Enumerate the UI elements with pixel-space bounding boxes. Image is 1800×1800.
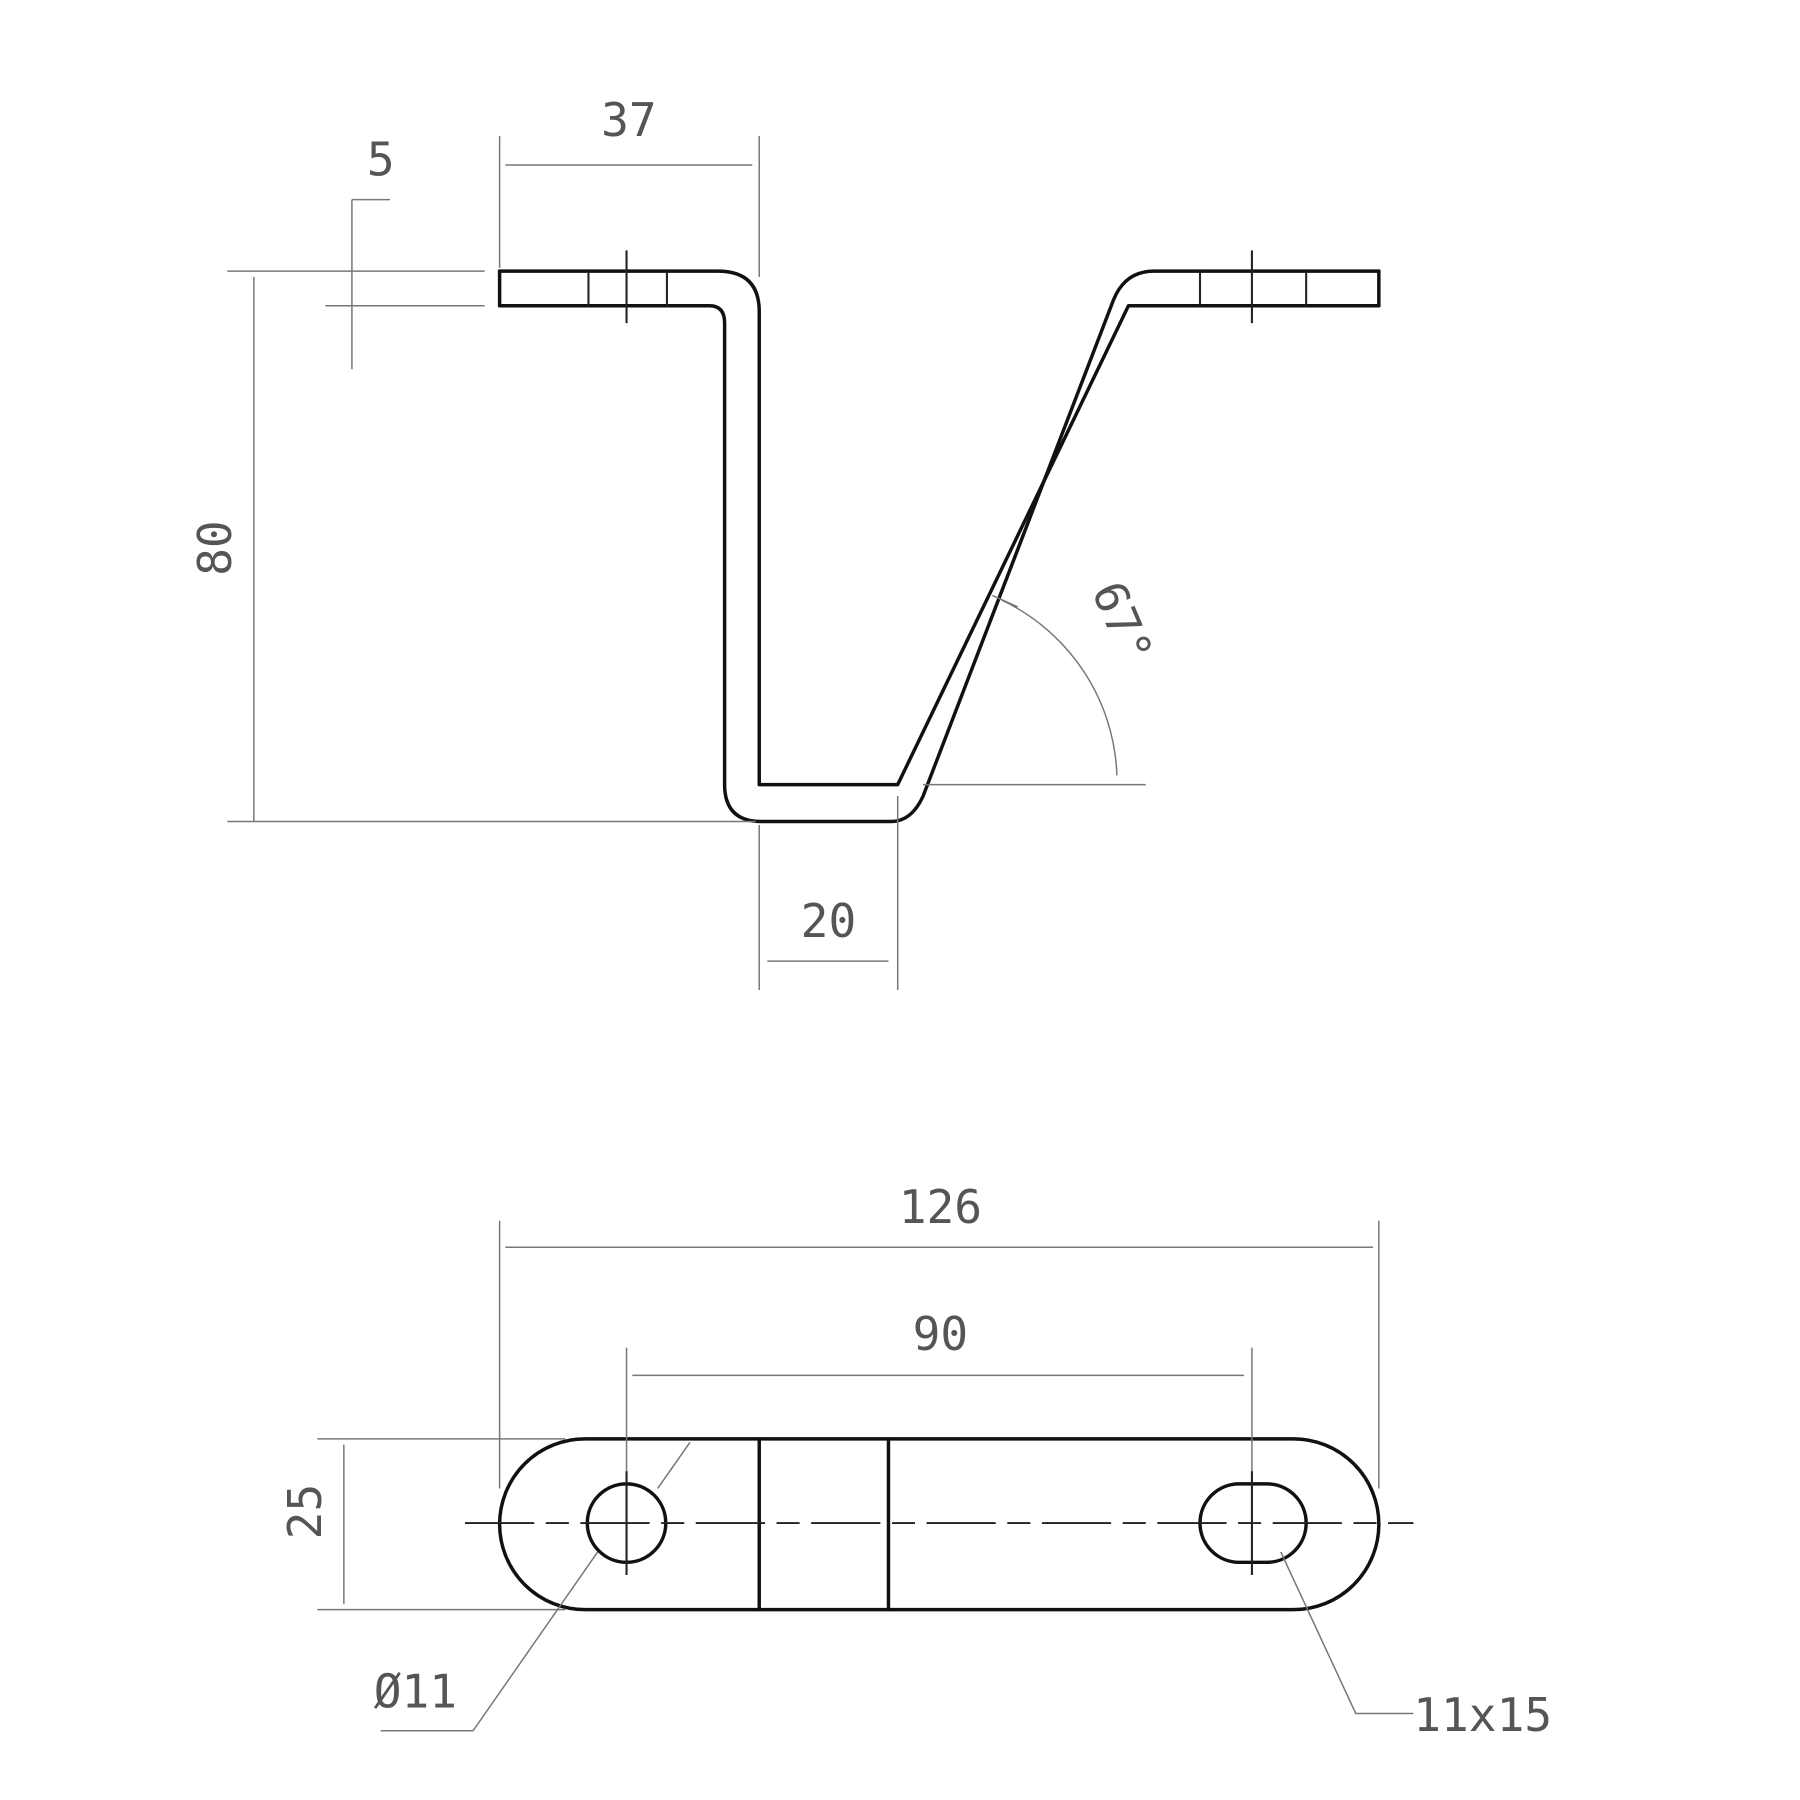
dim-label-37: 37 xyxy=(601,93,657,147)
label-round-hole-diameter: Ø11 xyxy=(374,1665,457,1719)
dimension-width: 25 xyxy=(278,1438,566,1611)
dim-label-5: 5 xyxy=(367,132,395,186)
dimension-bottom-width: 20 xyxy=(758,796,899,990)
dimension-flange-length: 37 xyxy=(498,93,760,277)
dimension-thickness: 5 xyxy=(227,132,485,370)
dim-label-67deg: 67° xyxy=(1081,574,1163,672)
bracket-inner-profile xyxy=(497,269,1381,824)
dimension-angle: 67° xyxy=(923,574,1164,786)
dim-label-20: 20 xyxy=(801,894,857,948)
dimension-height: 80 xyxy=(188,276,756,823)
bracket-outer-profile xyxy=(497,269,1381,787)
dimension-overall-length: 126 xyxy=(498,1180,1380,1489)
plate-outline xyxy=(497,1437,1381,1612)
dim-label-25: 25 xyxy=(278,1484,332,1540)
leader-round-hole: Ø11 xyxy=(374,1441,691,1732)
leader-slot-hole: 11x15 xyxy=(1280,1551,1552,1742)
dim-label-80: 80 xyxy=(188,520,242,576)
dim-label-90: 90 xyxy=(913,1307,969,1361)
dim-label-126: 126 xyxy=(899,1180,982,1234)
right-hole-section xyxy=(1198,250,1308,324)
label-slot-size: 11x15 xyxy=(1413,1688,1552,1742)
top-view: 126 90 25 Ø11 11x15 xyxy=(278,1180,1552,1742)
left-hole-section xyxy=(587,250,668,324)
side-view: 37 5 80 20 67° xyxy=(188,93,1381,990)
dimension-hole-spacing: 90 xyxy=(625,1307,1253,1472)
